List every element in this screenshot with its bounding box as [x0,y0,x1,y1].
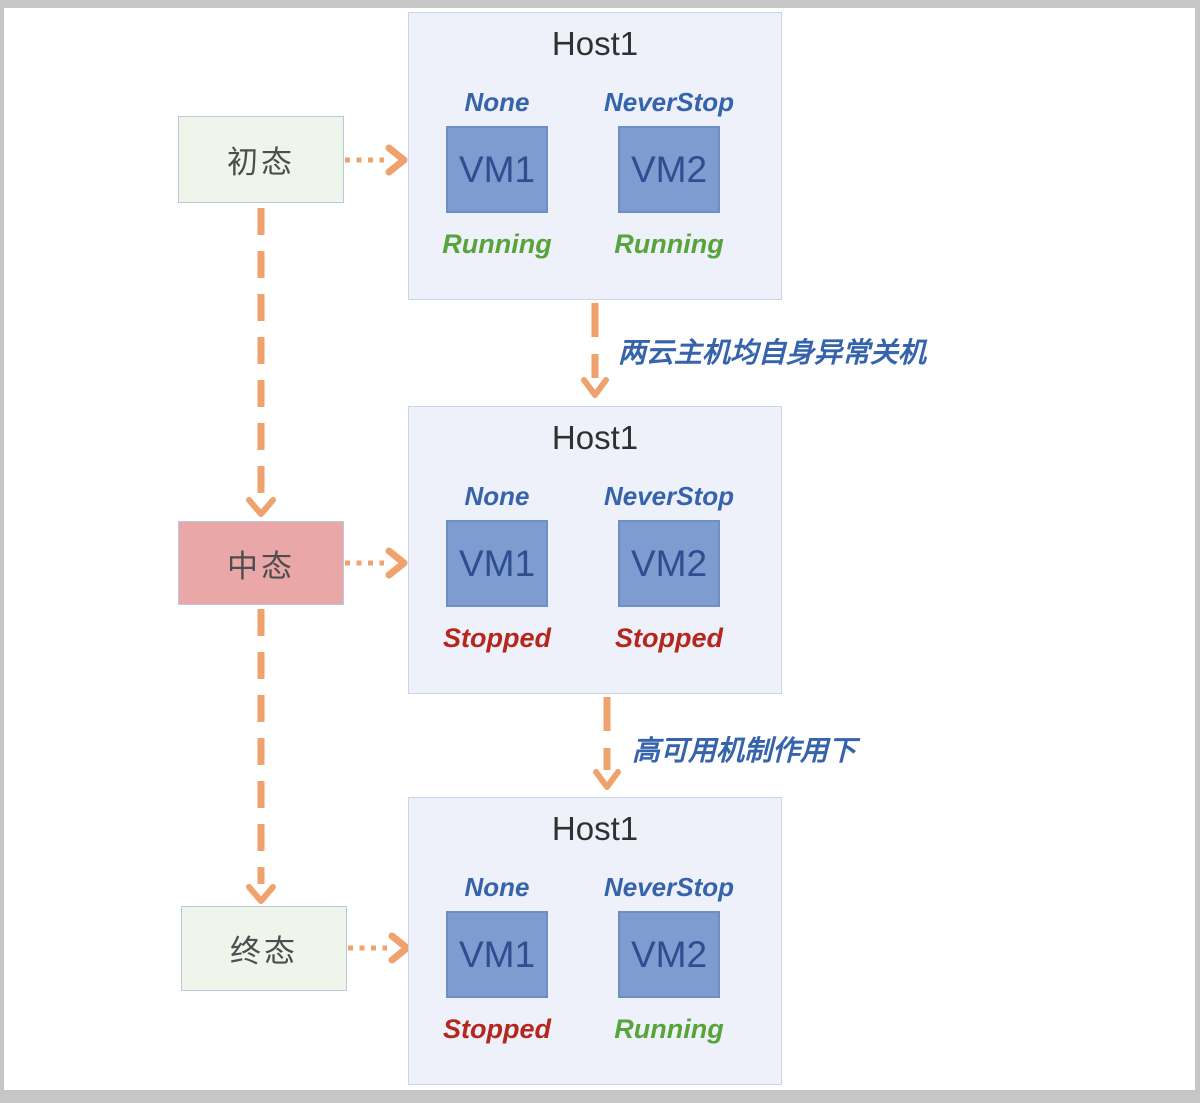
state-box-middle: 中态 [178,521,344,605]
vm-policy-label: NeverStop [603,481,735,511]
vm-policy-label: None [464,87,530,117]
vm1-column: None VM1 Stopped [432,872,562,1045]
vm2-box: VM2 [618,126,720,213]
vm-name: VM2 [630,933,708,975]
vm-name: VM1 [458,933,536,975]
host-title: Host1 [551,25,639,62]
vm-name: VM1 [458,542,536,584]
transition-label-ha-mechanism: 高可用机制作用下 [632,735,857,766]
vm-policy-label: NeverStop [603,87,735,117]
vm-policy-label: None [464,872,530,902]
vm-policy-label: NeverStop [603,872,735,902]
vm2-box: VM2 [618,911,720,998]
arrow-initial-to-middle [246,208,276,517]
state-label-final: 终态 [230,934,298,969]
vm2-column: NeverStop VM2 Running [604,87,734,260]
vm-status-label: Running [442,229,552,259]
host-title: Host1 [551,419,639,456]
vm2-column: NeverStop VM2 Stopped [604,481,734,654]
vm1-column: None VM1 Running [432,87,562,260]
vm2-column: NeverStop VM2 Running [604,872,734,1045]
vm1-box: VM1 [446,126,548,213]
vm-status-label: Stopped [443,623,551,653]
arrow-host1-to-host2 [581,303,609,398]
vm1-box: VM1 [446,520,548,607]
vm-row: None VM1 Running NeverStop VM2 Running [432,87,734,260]
arrow-middle-to-host1 [345,547,408,579]
arrow-initial-to-host1 [345,144,408,176]
arrow-host2-to-host3 [593,697,621,790]
state-box-final: 终态 [181,906,347,991]
vm-name: VM2 [630,148,708,190]
host-box-3: Host1 None VM1 Stopped NeverStop VM2 Run… [408,797,782,1085]
transition-label-abnormal-shutdown: 两云主机均自身异常关机 [618,337,927,368]
host-title: Host1 [551,810,639,847]
vm1-column: None VM1 Stopped [432,481,562,654]
state-box-initial: 初态 [178,116,344,203]
host-box-1: Host1 None VM1 Running NeverStop VM2 Run… [408,12,782,300]
vm-row: None VM1 Stopped NeverStop VM2 Stopped [432,481,734,654]
vm-name: VM2 [630,542,708,584]
vm-status-label: Stopped [615,623,723,653]
vm-row: None VM1 Stopped NeverStop VM2 Running [432,872,734,1045]
vm2-box: VM2 [618,520,720,607]
state-label-initial: 初态 [227,145,295,180]
arrow-middle-to-final [246,609,276,904]
vm-status-label: Running [614,1014,724,1044]
state-label-middle: 中态 [227,548,295,584]
vm-name: VM1 [458,148,536,190]
vm-status-label: Stopped [443,1014,551,1044]
host-box-2: Host1 None VM1 Stopped NeverStop VM2 Sto… [408,406,782,694]
arrow-final-to-host1 [348,932,411,964]
vm-status-label: Running [614,229,724,259]
vm-policy-label: None [464,481,530,511]
vm1-box: VM1 [446,911,548,998]
